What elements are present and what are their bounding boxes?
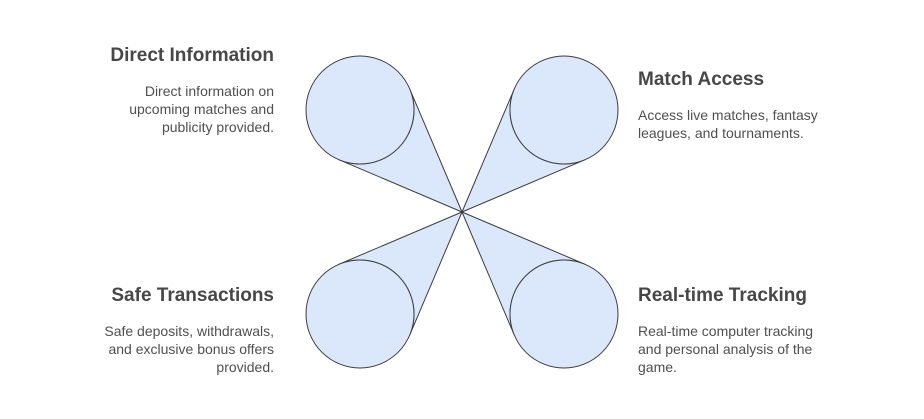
item-title: Direct Information <box>110 45 274 66</box>
cone-group <box>305 55 619 369</box>
item-real-time-tracking: Real-time Tracking Real-time computer tr… <box>638 284 878 376</box>
cone-circle <box>305 55 415 165</box>
cone-circle <box>509 55 619 165</box>
cone-match-access <box>461 55 619 213</box>
item-match-access: Match Access Access live matches, fantas… <box>638 68 878 142</box>
item-title: Match Access <box>638 69 765 90</box>
item-description: Direct information on upcoming matches a… <box>129 83 274 135</box>
item-description: Safe deposits, withdrawals, and exclusiv… <box>104 323 274 375</box>
cone-circle <box>305 259 415 369</box>
cone-direct-information <box>305 55 463 213</box>
item-description: Access live matches, fantasy leagues, an… <box>638 107 818 141</box>
cone-circle <box>509 259 619 369</box>
item-direct-information: Direct Information Direct information on… <box>34 44 274 136</box>
item-description: Real-time computer tracking and personal… <box>638 323 814 375</box>
item-title: Safe Transactions <box>111 285 274 306</box>
item-safe-transactions: Safe Transactions Safe deposits, withdra… <box>34 284 274 376</box>
cone-real-time-tracking <box>461 211 619 369</box>
cone-safe-transactions <box>305 211 463 369</box>
item-title: Real-time Tracking <box>638 285 807 306</box>
